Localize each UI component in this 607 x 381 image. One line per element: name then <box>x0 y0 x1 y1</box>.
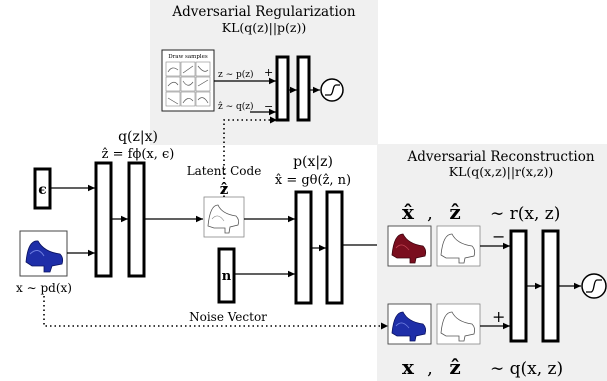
encoder-layer-1 <box>94 161 113 278</box>
epsilon-symbol: ϵ <box>38 182 47 198</box>
latent-caption: Latent Code <box>187 164 262 178</box>
reconstruction-panel: Adversarial Reconstruction KL(q(x,z)||r(… <box>377 144 607 381</box>
recon-z-hat-top: ẑ <box>449 200 460 224</box>
encoder: q(z|x) ẑ = fϕ(x, ϵ) ϵ x ∼ pd(x) <box>16 129 203 295</box>
noise-symbol: n <box>222 269 232 284</box>
reconstruction-formula: KL(q(x,z)||r(x,z)) <box>449 164 554 179</box>
encoder-mapping: ẑ = fϕ(x, ϵ) <box>102 147 175 162</box>
noise-vector-box <box>217 247 236 304</box>
decoder-mapping: x̂ = gθ(ẑ, n) <box>275 173 351 188</box>
reconstructed-shoe-image <box>387 225 432 267</box>
recon-minus-sign: − <box>492 227 505 246</box>
recon-sketch-bottom-image <box>436 303 481 345</box>
recon-comma-top: , <box>427 203 433 224</box>
noise-caption: Noise Vector <box>189 310 267 324</box>
recon-top-distribution: ∼ r(x, z) <box>490 204 560 224</box>
reg-discriminator-layer-1 <box>275 55 290 122</box>
decoder-distribution: p(x|z) <box>293 154 333 170</box>
latent-to-regularization-path <box>223 119 270 197</box>
posterior-sample-label: ẑ ∼ q(z) <box>218 101 254 112</box>
encoder-distribution: q(z|x) <box>118 129 158 145</box>
input-to-reconstruction-path <box>43 296 381 327</box>
posterior-minus-sign: − <box>264 100 273 113</box>
reg-sigmoid-icon <box>320 78 344 102</box>
recon-comma-bottom: , <box>427 358 433 379</box>
recon-x-hat: x̂ <box>402 200 415 224</box>
latent-symbol: ẑ <box>220 180 229 198</box>
reg-discriminator-layer-2 <box>296 55 311 122</box>
reconstruction-title: Adversarial Reconstruction <box>406 149 594 165</box>
latent-sketch-image <box>203 196 245 238</box>
recon-z-hat-bottom: ẑ <box>449 355 460 379</box>
decoder: p(x|z) x̂ = gθ(ẑ, n) n Noise Vector <box>189 154 387 324</box>
decoder-layer-2 <box>325 190 344 305</box>
encoder-layer-2 <box>127 161 146 278</box>
regularization-title: Adversarial Regularization <box>171 4 356 20</box>
recon-sigmoid-icon <box>581 273 607 299</box>
recon-sketch-top-image <box>436 225 481 267</box>
recon-discriminator-layer-1 <box>509 229 528 343</box>
prior-plus-sign: + <box>264 66 273 79</box>
recon-bottom-distribution: ∼ q(x, z) <box>490 359 563 379</box>
prior-sample-label: z ∼ p(z) <box>218 69 254 80</box>
recon-x: x <box>402 355 415 379</box>
draw-samples-image: Draw samples <box>161 49 215 112</box>
recon-plus-sign: + <box>492 307 505 326</box>
real-shoe-image <box>387 303 432 345</box>
input-shoe-image <box>19 230 68 277</box>
latent-code: Latent Code ẑ <box>187 164 262 238</box>
regularization-formula: KL(q(z)||p(z)) <box>222 20 307 35</box>
recon-discriminator-layer-2 <box>541 229 560 343</box>
input-data-label: x ∼ pd(x) <box>16 281 72 295</box>
decoder-layer-1 <box>294 190 313 305</box>
draw-samples-label: Draw samples <box>168 54 208 60</box>
regularization-panel: Adversarial Regularization KL(q(z)||p(z)… <box>150 0 378 145</box>
